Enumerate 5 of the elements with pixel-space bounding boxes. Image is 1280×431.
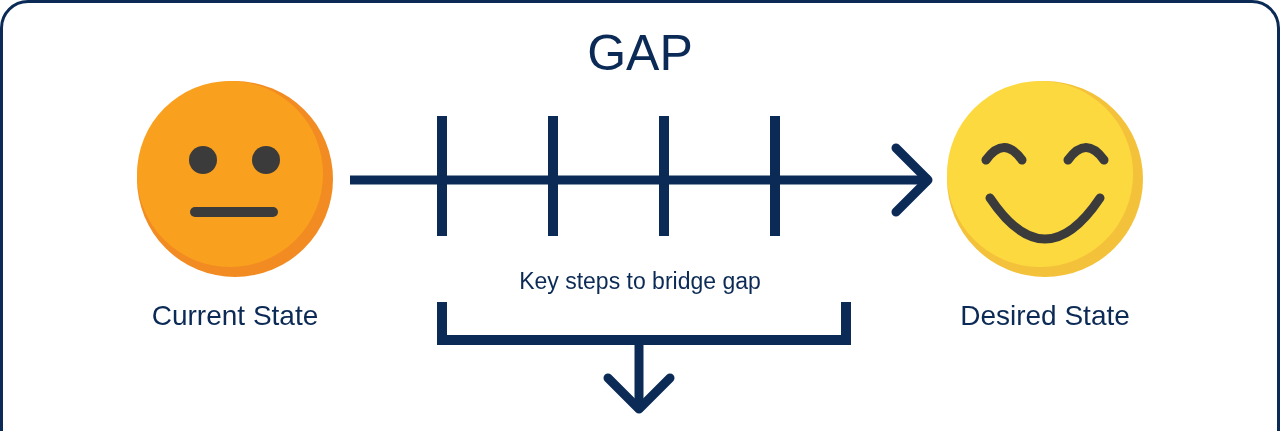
caption-text: Key steps to bridge gap	[518, 267, 762, 296]
state-label: Current State	[151, 299, 319, 333]
arrow	[350, 143, 933, 217]
title: GAP	[586, 24, 694, 83]
state-label: Desired State	[960, 299, 1130, 333]
